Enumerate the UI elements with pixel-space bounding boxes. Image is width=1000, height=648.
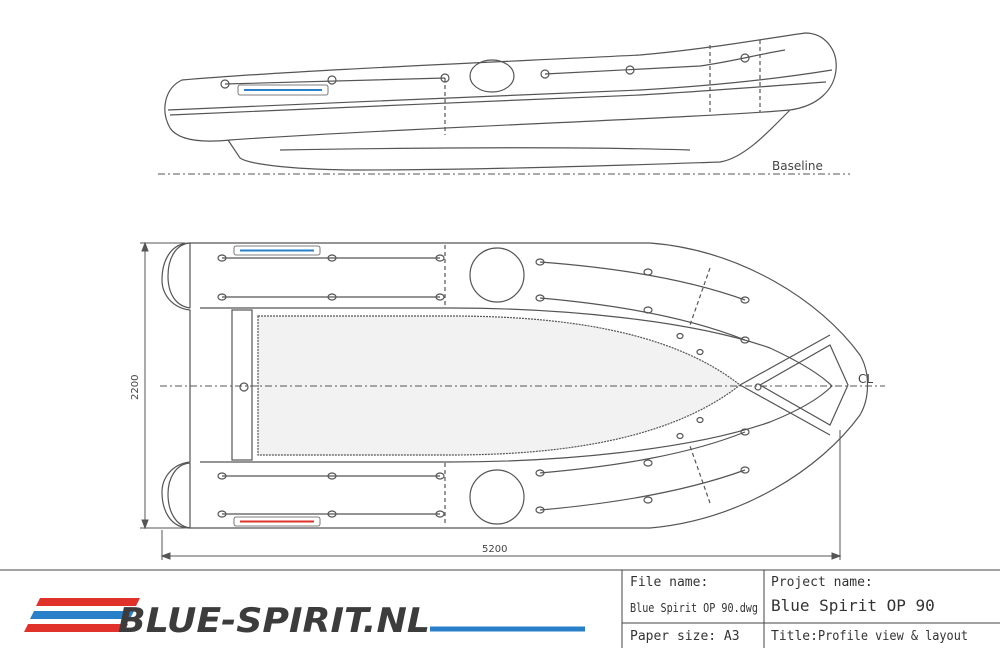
grab-rings: [217, 254, 750, 518]
grab-lines-bottom-aft: [222, 475, 440, 515]
paper-size: Paper size: A3: [630, 629, 740, 644]
side-grab-ring: [327, 75, 337, 85]
width-dimension: [140, 241, 185, 530]
grab-lines-bottom-fwd: [539, 431, 746, 511]
side-tube-rubstrake-2: [169, 81, 827, 116]
side-grab-ring: [625, 65, 635, 75]
side-grab-ring: [440, 73, 450, 83]
top-outer-outline: [161, 242, 869, 529]
side-hull-strake: [279, 147, 691, 151]
deck-floor: [257, 315, 741, 456]
valve-bottom: [469, 469, 525, 525]
top-decal-lower: [233, 516, 321, 527]
side-grab-ring: [220, 79, 230, 89]
width-dimension-label: 2200: [130, 375, 141, 400]
side-tube: [164, 32, 837, 142]
file-name-label: File name:: [630, 575, 708, 590]
top-decal-upper: [233, 245, 321, 256]
side-grab-ring: [740, 53, 750, 63]
bow-v-lines: [739, 334, 849, 436]
bulkhead-line: [689, 267, 711, 326]
side-grab-line: [224, 49, 786, 85]
title-value: Profile view & layout: [818, 629, 968, 644]
drain-plug: [239, 382, 249, 392]
grab-lines-top-fwd: [539, 261, 746, 341]
grab-lines-top-aft: [222, 257, 440, 298]
project-name-value: Blue Spirit OP 90: [771, 596, 935, 615]
length-dimension: [160, 430, 842, 560]
title-block: [0, 569, 1000, 648]
side-valve: [469, 59, 515, 93]
side-decal: [237, 84, 329, 96]
baseline-label: Baseline: [772, 159, 823, 173]
stern-cone-bottom: [167, 462, 191, 529]
length-dimension-label: 5200: [482, 544, 507, 555]
top-layout-view: [161, 242, 869, 529]
transom: [231, 309, 253, 461]
side-tube-rubstrake: [167, 69, 833, 111]
side-profile-view: [164, 32, 837, 171]
valve-top: [469, 247, 525, 303]
file-name-value: Blue Spirit OP 90.dwg: [630, 601, 758, 615]
side-hull: [227, 109, 791, 171]
logo-text: BLUE-SPIRIT.NL: [118, 601, 430, 641]
bow-eye: [754, 383, 762, 391]
title-label: Title:: [771, 629, 818, 644]
stern-cone-top: [167, 242, 191, 309]
side-grab-ring: [540, 69, 550, 79]
centerline-label: CL: [858, 372, 873, 386]
blue-spirit-logo: BLUE-SPIRIT.NL: [24, 598, 585, 641]
project-name-label: Project name:: [771, 575, 873, 590]
bulkhead-line: [689, 445, 711, 504]
